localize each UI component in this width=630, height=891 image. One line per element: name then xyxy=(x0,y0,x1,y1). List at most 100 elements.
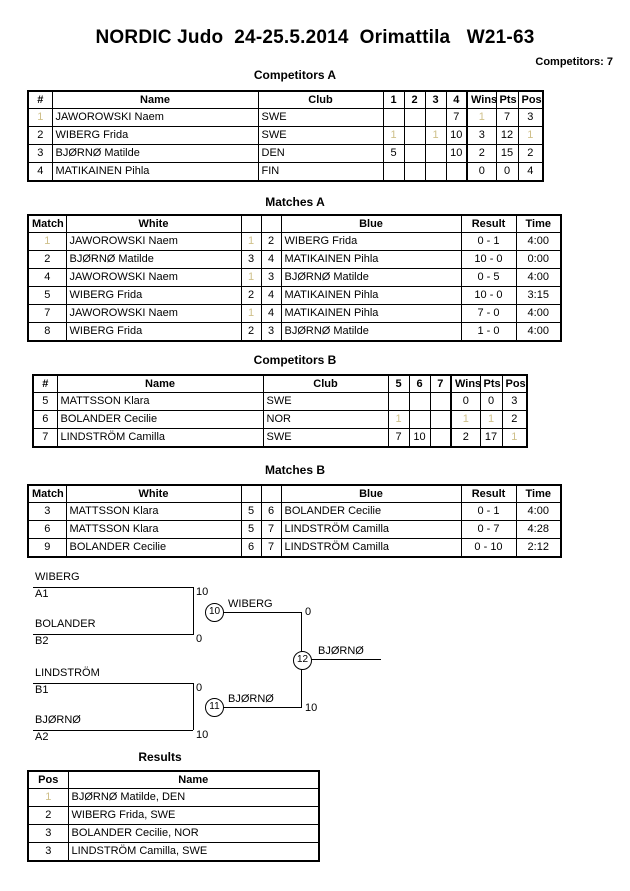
results-header-row: Pos Name xyxy=(27,770,320,789)
opponent-score-1 xyxy=(403,144,426,163)
bracket-match-number-semi-bottom: 11 xyxy=(205,698,224,717)
match-number: 5 xyxy=(27,286,67,305)
competitor-wins: 0 xyxy=(466,162,497,182)
competitor-number: 2 xyxy=(27,126,53,145)
competitor-club: FIN xyxy=(257,162,384,182)
col-pts: Pts xyxy=(495,90,519,109)
white-competitor: BOLANDER Cecilie xyxy=(65,538,242,558)
competitor-name: WIBERG Frida xyxy=(51,126,259,145)
white-number: 5 xyxy=(240,502,262,521)
col-white: White xyxy=(65,214,242,233)
opponent-score-0 xyxy=(382,108,405,127)
elimination-bracket: WIBERG A1 10 BOLANDER B2 0 10 WIBERG 0 L… xyxy=(0,560,630,745)
white-number: 6 xyxy=(240,538,262,558)
bracket-match-number-final: 12 xyxy=(293,651,312,670)
blue-competitor: MATIKAINEN Pihla xyxy=(280,250,462,269)
bracket-winner-final: BJØRNØ xyxy=(318,645,364,657)
col-opp-3: 3 xyxy=(424,90,447,109)
opponent-score-1: 10 xyxy=(408,428,431,448)
opponent-score-2 xyxy=(424,108,447,127)
match-time: 3:15 xyxy=(515,286,562,305)
col-white-num xyxy=(240,484,262,503)
bracket-line-entry-3 xyxy=(33,730,193,731)
bracket-entry-seed-1: B2 xyxy=(35,635,49,647)
competitor-position: 3 xyxy=(501,392,528,411)
bracket-line-entry-1 xyxy=(33,634,193,635)
section-title-results: Results xyxy=(138,750,182,764)
competitor-name: JAWOROWSKI Naem xyxy=(51,108,259,127)
col-num: # xyxy=(27,90,53,109)
opponent-score-3: 7 xyxy=(445,108,468,127)
competitor-wins: 1 xyxy=(466,108,497,127)
bracket-line-entry-2 xyxy=(33,683,193,684)
competitor-name: MATTSSON Klara xyxy=(56,392,264,411)
col-club: Club xyxy=(257,90,384,109)
col-time: Time xyxy=(515,214,562,233)
white-competitor: WIBERG Frida xyxy=(65,286,242,305)
competitors-count: Competitors: 7 xyxy=(535,56,613,68)
result-position: 1 xyxy=(27,788,69,807)
col-blue: Blue xyxy=(280,484,462,503)
match-result: 10 - 0 xyxy=(460,286,517,305)
match-result: 0 - 10 xyxy=(460,538,517,558)
competitor-club: DEN xyxy=(257,144,384,163)
col-pts: Pts xyxy=(479,374,503,393)
competitor-name: MATIKAINEN Pihla xyxy=(51,162,259,182)
competitor-points: 0 xyxy=(495,162,519,182)
section-title-matches-b: Matches B xyxy=(264,463,326,477)
page-title: NORDIC Judo 24-25.5.2014 Orimattila W21-… xyxy=(95,27,535,48)
competitor-points: 15 xyxy=(495,144,519,163)
white-number: 2 xyxy=(240,322,262,342)
competitor-club: SWE xyxy=(262,392,389,411)
competitor-position: 2 xyxy=(501,410,528,429)
col-time: Time xyxy=(515,484,562,503)
match-time: 4:00 xyxy=(515,268,562,287)
competitor-name: BOLANDER Cecilie xyxy=(56,410,264,429)
competitor-name: BJØRNØ Matilde xyxy=(51,144,259,163)
competitor-number: 3 xyxy=(27,144,53,163)
col-match: Match xyxy=(27,214,67,233)
match-number: 7 xyxy=(27,304,67,323)
opponent-score-2 xyxy=(429,428,452,448)
bracket-entry-score-3: 10 xyxy=(196,729,209,741)
bracket-connector-semi-bottom xyxy=(193,683,194,730)
opponent-score-2 xyxy=(429,410,452,429)
competitor-position: 1 xyxy=(517,126,544,145)
section-title-competitors-a: Competitors A xyxy=(253,68,337,82)
blue-number: 6 xyxy=(260,502,282,521)
opponent-score-2 xyxy=(424,162,447,182)
competitor-number: 4 xyxy=(27,162,53,182)
result-name: BOLANDER Cecilie, NOR xyxy=(67,824,320,843)
competitor-points: 1 xyxy=(479,410,503,429)
white-competitor: MATTSSON Klara xyxy=(65,502,242,521)
blue-competitor: BOLANDER Cecilie xyxy=(280,502,462,521)
match-time: 2:12 xyxy=(515,538,562,558)
white-number: 5 xyxy=(240,520,262,539)
col-pos: Pos xyxy=(517,90,544,109)
bracket-entry-seed-3: A2 xyxy=(35,731,49,743)
competitor-wins: 0 xyxy=(450,392,481,411)
col-match: Match xyxy=(27,484,67,503)
match-time: 4:00 xyxy=(515,232,562,251)
bracket-line-entry-0 xyxy=(33,587,193,588)
bracket-entry-name-0: WIBERG xyxy=(35,571,80,583)
match-result: 7 - 0 xyxy=(460,304,517,323)
blue-number: 4 xyxy=(260,250,282,269)
opponent-score-3: 10 xyxy=(445,126,468,145)
competitor-wins: 2 xyxy=(450,428,481,448)
competitor-points: 0 xyxy=(479,392,503,411)
match-result: 0 - 5 xyxy=(460,268,517,287)
